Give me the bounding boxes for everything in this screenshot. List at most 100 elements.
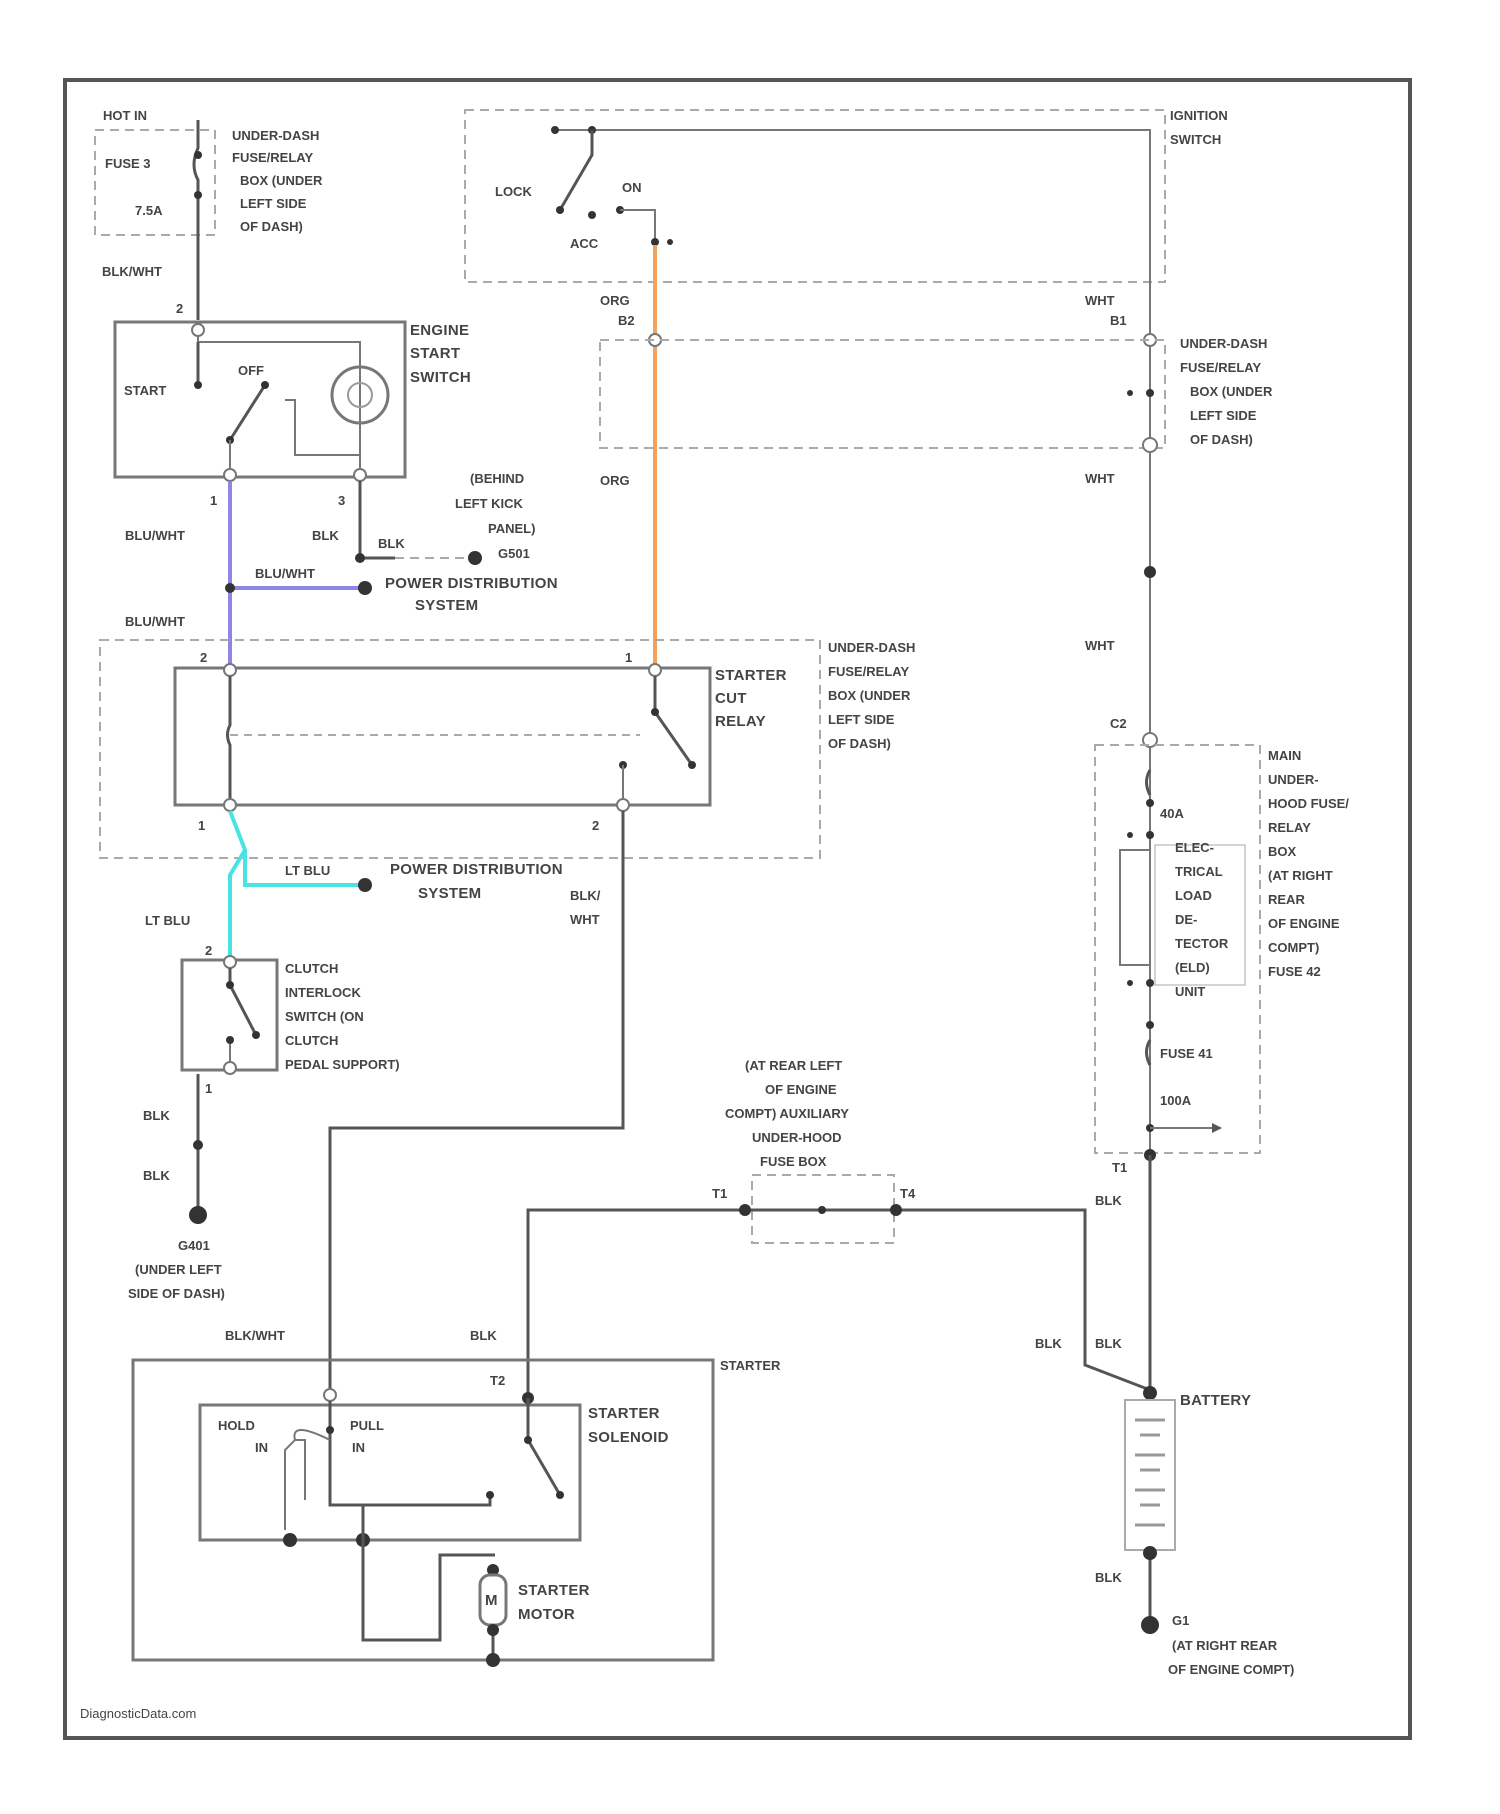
clutch-name-4: CLUTCH <box>285 1033 338 1048</box>
clutch-name-1: CLUTCH <box>285 961 338 976</box>
relay-loc-2: FUSE/RELAY <box>828 664 909 679</box>
solenoid-name-1: STARTER <box>588 1405 660 1422</box>
battery: BATTERY BLK G1 (AT RIGHT REAR OF ENGINE … <box>1095 1386 1294 1677</box>
ign-on-label: ON <box>622 180 642 195</box>
ess-name-1: ENGINE <box>410 322 469 339</box>
wire-label-lt-blu-1: LT BLU <box>285 863 330 878</box>
ign-name-1: IGNITION <box>1170 108 1228 123</box>
wire-label-blk-wht-relay-1: BLK/ <box>570 888 601 903</box>
wire-label-wht-1: WHT <box>1085 293 1115 308</box>
eld-line-4: DE- <box>1175 912 1197 927</box>
wire-label-blk-wht-top: BLK/WHT <box>102 264 162 279</box>
pin-relay-in1: 1 <box>198 818 205 833</box>
ess-switch-contact <box>198 342 265 440</box>
relay-name-1: STARTER <box>715 667 787 684</box>
fuse-3-rating: 7.5A <box>135 203 163 218</box>
pin-clutch-2: 2 <box>205 943 212 958</box>
eld-line-2: TRICAL <box>1175 864 1223 879</box>
pin-relay-in2: 2 <box>592 818 599 833</box>
pin-c2: C2 <box>1110 716 1127 731</box>
starter-motor-symbol: M <box>485 1592 498 1609</box>
fbox-top-name-2: FUSE/RELAY <box>1180 360 1261 375</box>
fuse-3-element <box>194 120 198 200</box>
g401-name: G401 <box>178 1238 210 1253</box>
main-box-name-10: FUSE 42 <box>1268 964 1321 979</box>
wire-label-wht-3: WHT <box>1085 638 1115 653</box>
fbox-top-name-5: OF DASH) <box>1190 432 1253 447</box>
fbox-top-name-3: BOX (UNDER <box>1190 384 1273 399</box>
pds-2-line-1: POWER DISTRIBUTION <box>390 861 563 878</box>
wire-label-blk-bat-1: BLK <box>1095 1193 1122 1208</box>
ess-off-label: OFF <box>238 363 264 378</box>
fuse-41-rating: 100A <box>1160 1093 1192 1108</box>
main-box-name-2: UNDER- <box>1268 772 1319 787</box>
pin-relay-2: 2 <box>200 650 207 665</box>
fuse-3-loc-3: BOX (UNDER <box>240 173 323 188</box>
fuse-3-loc-4: LEFT SIDE <box>240 196 307 211</box>
ground-g1-icon <box>1141 1616 1159 1634</box>
wire-label-blk-wht-starter: BLK/WHT <box>225 1328 285 1343</box>
g501-name: G501 <box>498 546 530 561</box>
relay-name-3: RELAY <box>715 713 766 730</box>
ess-start-label: START <box>124 383 166 398</box>
fuse-3-label: FUSE 3 <box>105 156 151 171</box>
relay-loc-5: OF DASH) <box>828 736 891 751</box>
main-box-name-8: OF ENGINE <box>1268 916 1340 931</box>
pin-clutch-1: 1 <box>205 1081 212 1096</box>
main-box-name-6: (AT RIGHT <box>1268 868 1333 883</box>
engine-start-switch: START OFF ENGINE START SWITCH <box>115 322 471 481</box>
wire-label-lt-blu-2: LT BLU <box>145 913 190 928</box>
g401-loc-2: SIDE OF DASH) <box>128 1286 225 1301</box>
wire-label-blu-wht-3: BLU/WHT <box>125 614 185 629</box>
eld-line-1: ELEC- <box>1175 840 1214 855</box>
hot-in-label: HOT IN <box>103 108 147 123</box>
pull-in-2: IN <box>352 1440 365 1455</box>
wire-label-blk-1: BLK <box>312 528 339 543</box>
wire-lt-blu-down <box>230 850 245 960</box>
clutch-name-5: PEDAL SUPPORT) <box>285 1057 400 1072</box>
pin-relay-1: 1 <box>625 650 632 665</box>
eld-line-3: LOAD <box>1175 888 1212 903</box>
ess-name-2: START <box>410 345 460 362</box>
main-box-name-9: COMPT) <box>1268 940 1319 955</box>
wire-label-blk-bat-3: BLK <box>1095 1336 1122 1351</box>
fuse-3-loc-1: UNDER-DASH <box>232 128 319 143</box>
main-box-name-7: REAR <box>1268 892 1305 907</box>
under-dash-fuse-box-top: UNDER-DASH FUSE/RELAY BOX (UNDER LEFT SI… <box>600 336 1273 452</box>
g1-loc-1: (AT RIGHT REAR <box>1172 1638 1278 1653</box>
aux-name-3: COMPT) AUXILIARY <box>725 1106 849 1121</box>
wire-label-blk-wht-relay-2: WHT <box>570 912 600 927</box>
pin-ign-b2: B2 <box>618 313 635 328</box>
eld-line-6: (ELD) <box>1175 960 1210 975</box>
aux-name-5: FUSE BOX <box>760 1154 827 1169</box>
clutch-interlock-switch: 2 1 CLUTCH INTERLOCK SWITCH (ON CLUTCH P… <box>182 943 400 1096</box>
wire-label-blk-t2: BLK <box>470 1328 497 1343</box>
battery-name: BATTERY <box>1180 1392 1251 1409</box>
eld-line-7: UNIT <box>1175 984 1205 999</box>
starter-name: STARTER <box>720 1358 781 1373</box>
fuse-41-label: FUSE 41 <box>1160 1046 1213 1061</box>
main-under-hood-fuse-box: 40A ELEC- TRICAL LOAD DE- TECTOR (ELD) U… <box>1095 745 1349 1153</box>
g501-loc-2: LEFT KICK <box>455 496 523 511</box>
solenoid-name-2: SOLENOID <box>588 1429 669 1446</box>
fbox-top-name-1: UNDER-DASH <box>1180 336 1267 351</box>
ignition-switch: LOCK ON ACC IGNITION SWITCH <box>465 108 1228 282</box>
aux-name-1: (AT REAR LEFT <box>745 1058 842 1073</box>
wire-label-wht-2: WHT <box>1085 471 1115 486</box>
motor-name-2: MOTOR <box>518 1606 575 1623</box>
relay-loc-3: BOX (UNDER <box>828 688 911 703</box>
main-box-name-3: HOOD FUSE/ <box>1268 796 1349 811</box>
relay-loc-1: UNDER-DASH <box>828 640 915 655</box>
wire-label-blk-4: BLK <box>143 1168 170 1183</box>
hold-in-1: HOLD <box>218 1418 255 1433</box>
main-box-name-5: BOX <box>1268 844 1297 859</box>
pin-fuse-out: 2 <box>176 301 183 316</box>
pin-t1: T1 <box>1112 1160 1127 1175</box>
relay-name-2: CUT <box>715 690 747 707</box>
ess-name-3: SWITCH <box>410 369 471 386</box>
wire-label-blk-2: BLK <box>378 536 405 551</box>
wire-label-blk-3: BLK <box>143 1108 170 1123</box>
pin-ess-start: 1 <box>210 493 217 508</box>
hold-in-2: IN <box>255 1440 268 1455</box>
g401-loc-1: (UNDER LEFT <box>135 1262 222 1277</box>
